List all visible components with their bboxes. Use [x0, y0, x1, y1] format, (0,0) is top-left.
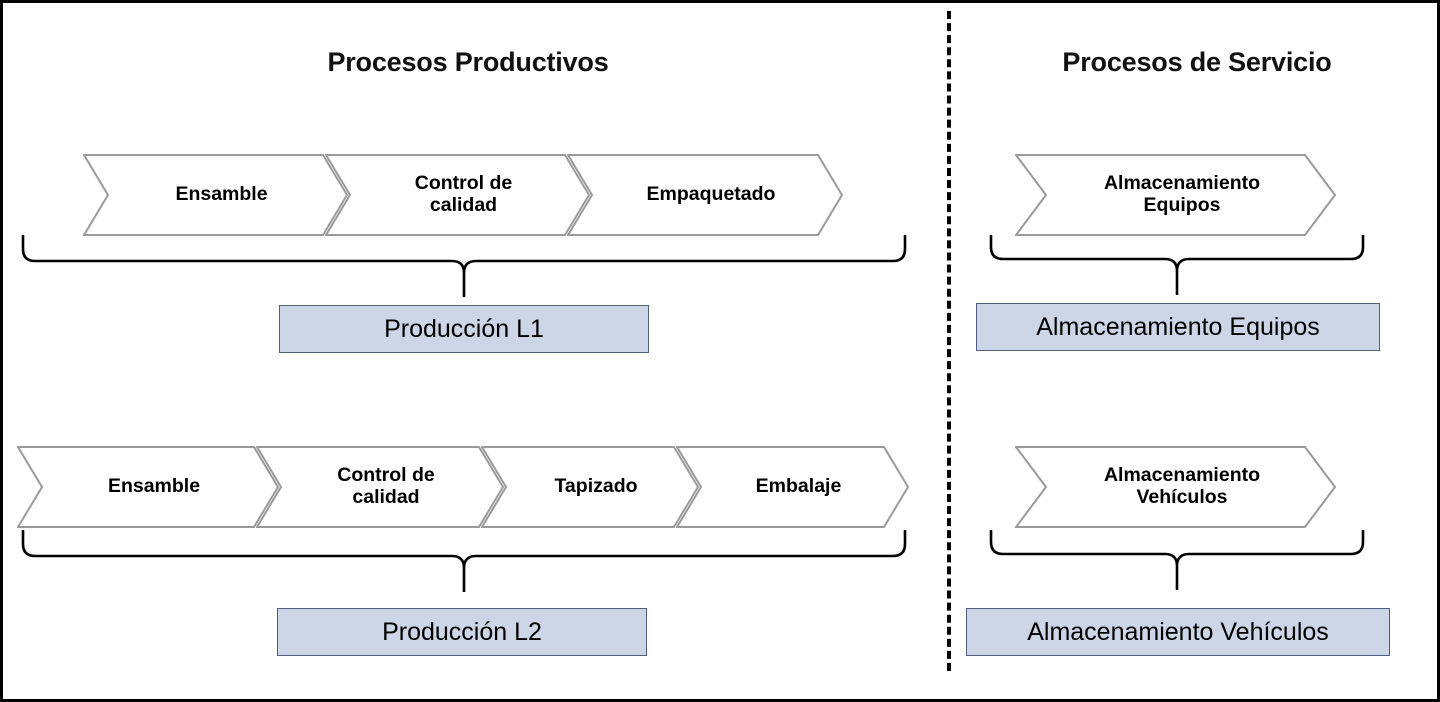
result-box-service-equipos[interactable]: Almacenamiento Equipos	[976, 303, 1380, 351]
chevron-step[interactable]: Almacenamiento Equipos	[1015, 154, 1337, 236]
result-box-production-l2[interactable]: Producción L2	[277, 608, 647, 656]
chevron-step-label: Ensamble	[107, 475, 201, 498]
column-divider	[947, 11, 951, 671]
chevron-step[interactable]: Embalaje	[676, 446, 909, 528]
chevron-row-production-l2: Ensamble Control de calidad Tapizado Emb…	[17, 446, 909, 528]
chevron-step-label: Control de calidad	[414, 172, 513, 216]
brace-production-l2	[21, 530, 907, 592]
chevron-step-label: Embalaje	[755, 475, 842, 498]
chevron-step-label: Almacenamiento Vehículos	[1103, 464, 1261, 508]
chevron-step[interactable]: Control de calidad	[325, 154, 590, 236]
result-box-service-vehiculos[interactable]: Almacenamiento Vehículos	[966, 608, 1390, 656]
chevron-step-label: Almacenamiento Equipos	[1103, 172, 1261, 216]
chevron-step[interactable]: Ensamble	[17, 446, 279, 528]
chevron-step-label: Tapizado	[554, 475, 638, 498]
chevron-step[interactable]: Almacenamiento Vehículos	[1015, 446, 1337, 528]
chevron-row-production-l1: Ensamble Control de calidad Empaquetado	[83, 154, 843, 236]
column-title-productive: Procesos Productivos	[327, 47, 609, 77]
chevron-row-service-vehiculos: Almacenamiento Vehículos	[1015, 446, 1337, 528]
brace-production-l1	[21, 235, 907, 297]
chevron-step-label: Ensamble	[175, 183, 268, 206]
brace-service-equipos	[989, 235, 1365, 295]
chevron-step[interactable]: Ensamble	[83, 154, 348, 236]
chevron-step[interactable]: Control de calidad	[256, 446, 504, 528]
result-box-production-l1[interactable]: Producción L1	[279, 305, 649, 353]
column-title-service: Procesos de Servicio	[1062, 47, 1332, 77]
chevron-step-label: Empaquetado	[646, 183, 776, 206]
chevron-row-service-equipos: Almacenamiento Equipos	[1015, 154, 1337, 236]
brace-service-vehiculos	[989, 530, 1365, 590]
chevron-step[interactable]: Tapizado	[481, 446, 699, 528]
chevron-step-label: Control de calidad	[337, 464, 435, 508]
chevron-step[interactable]: Empaquetado	[567, 154, 843, 236]
